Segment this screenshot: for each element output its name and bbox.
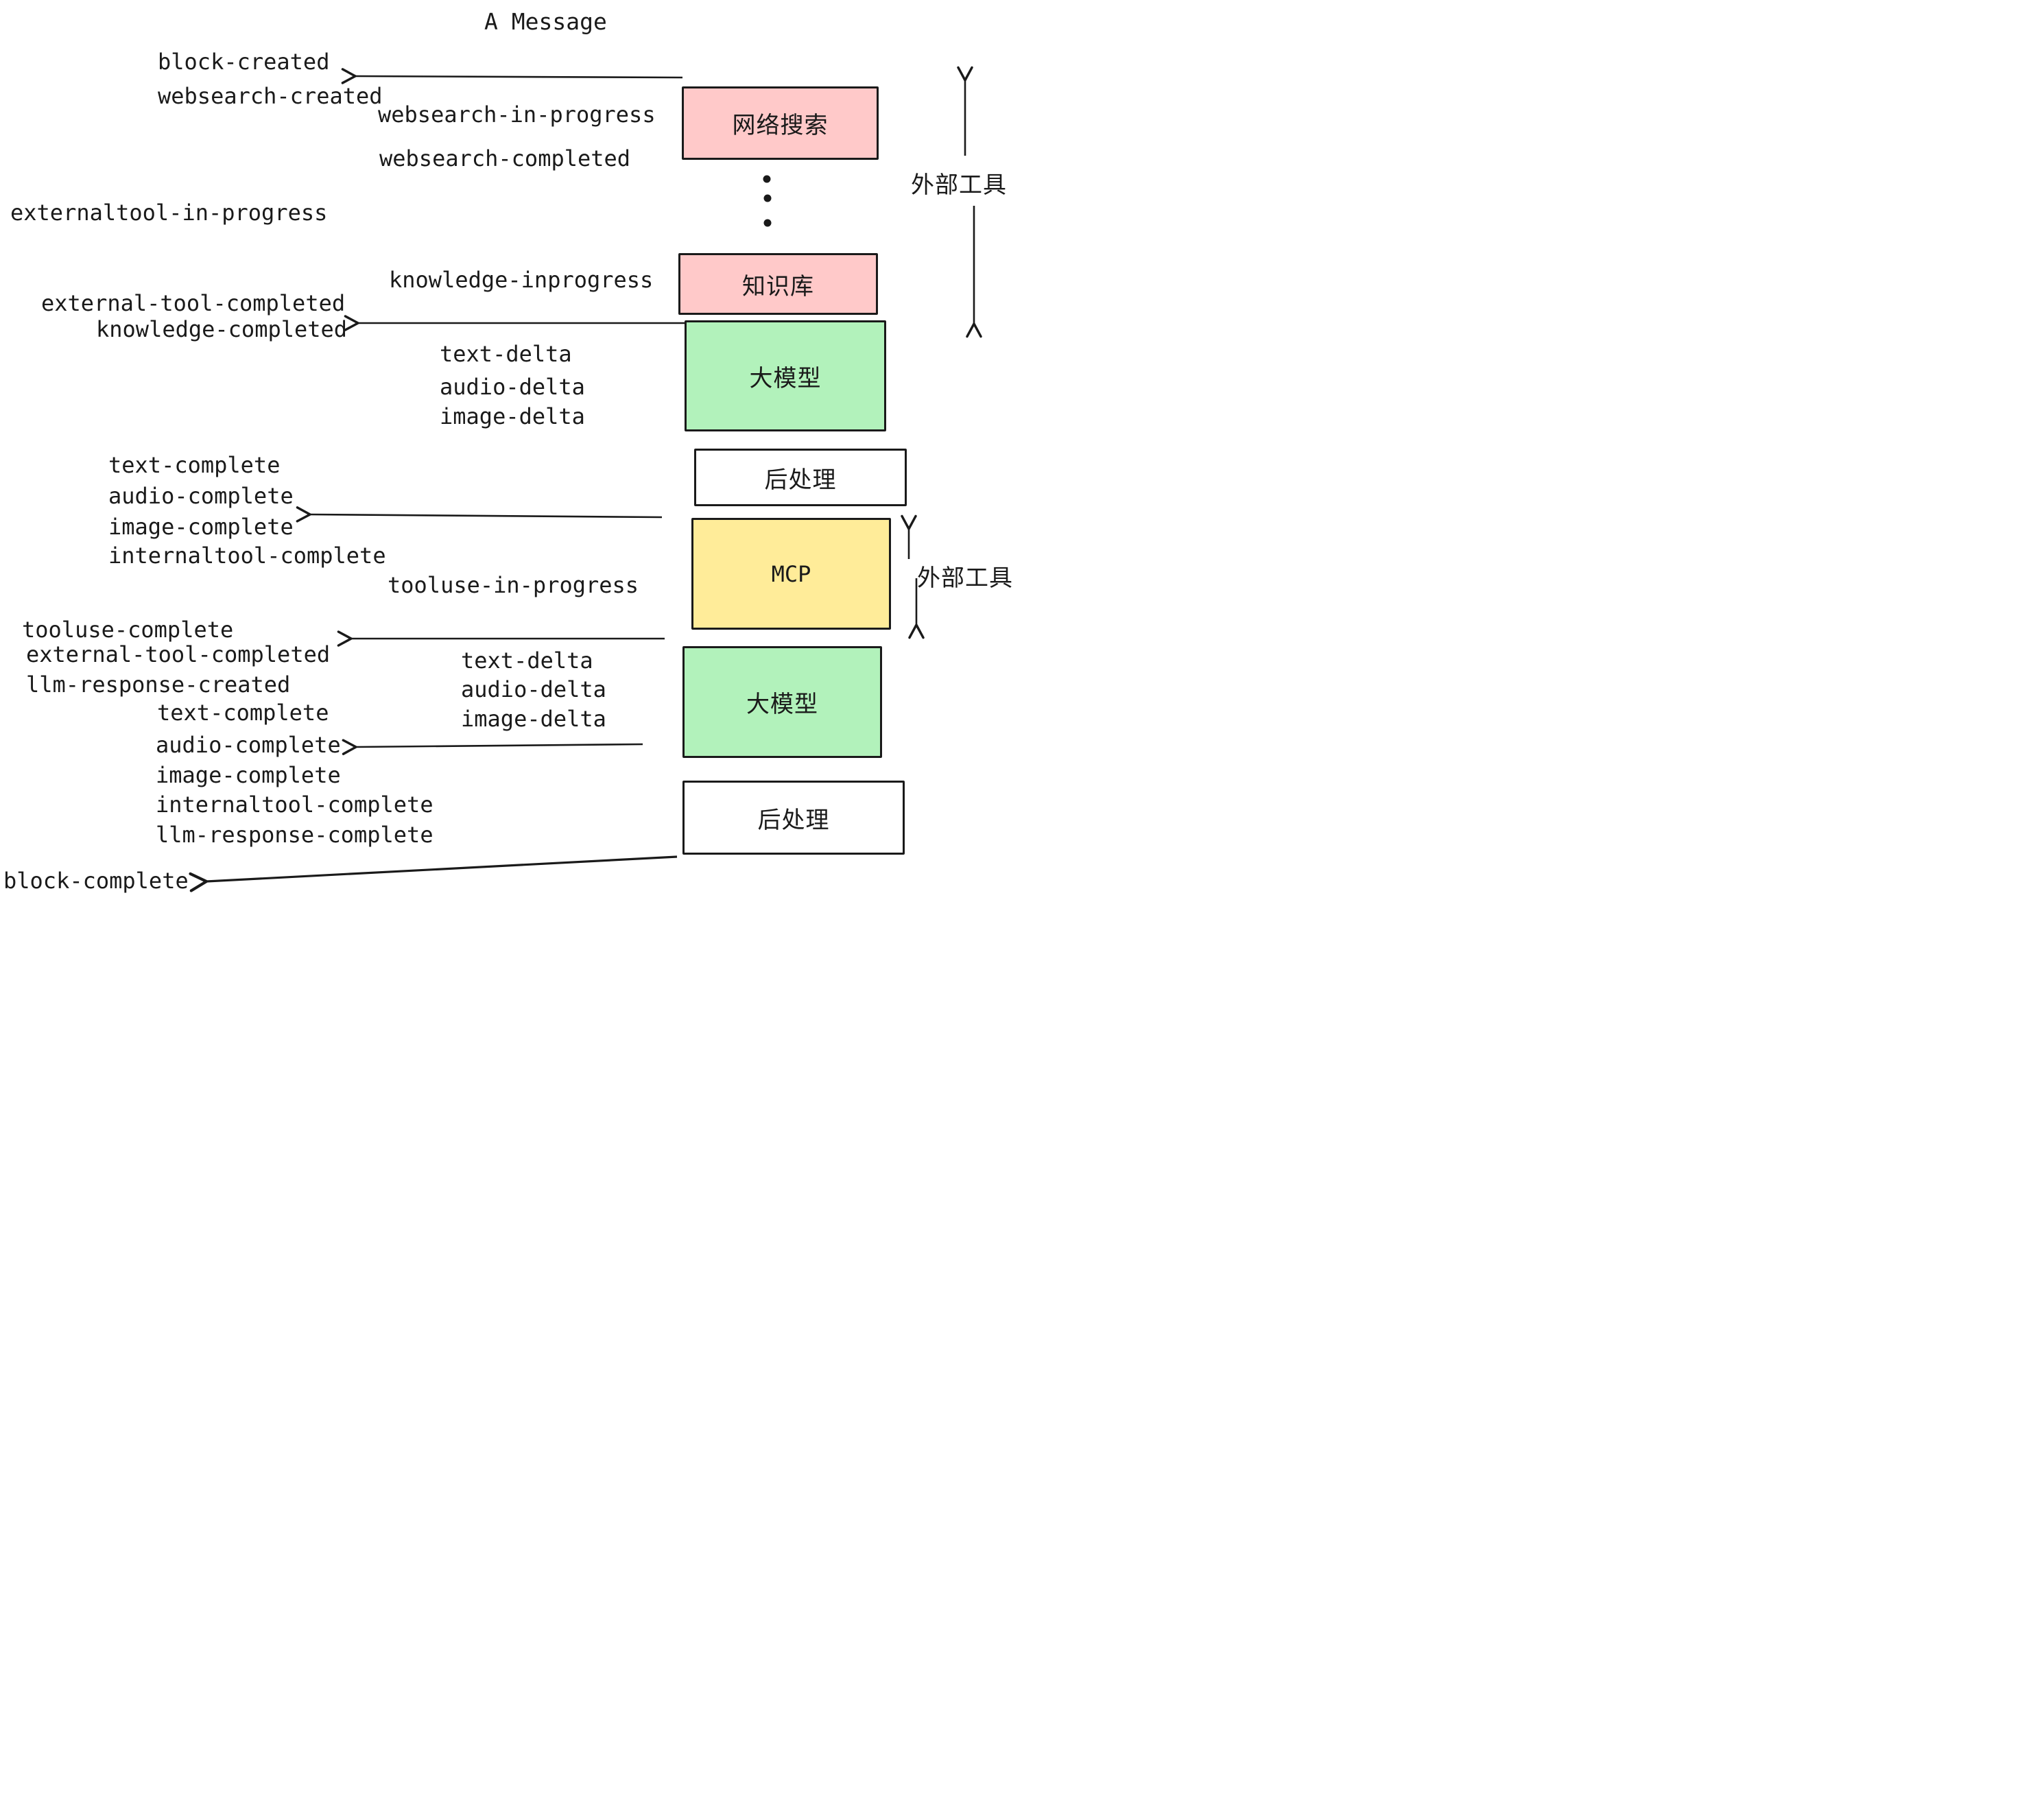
box-llm-1-label: 大模型 [749, 365, 822, 392]
event-image-complete-1: image-complete [108, 514, 294, 540]
event-audio-delta-2: audio-delta [461, 676, 606, 702]
event-audio-complete-2: audio-complete [156, 732, 341, 758]
event-websearch-created: websearch-created [158, 83, 383, 109]
arrow-image-complete [296, 506, 663, 523]
diagram-title: A Message [484, 8, 607, 35]
event-image-delta-1: image-delta [440, 403, 585, 429]
box-knowledge-label: 知识库 [742, 273, 814, 300]
box-websearch-label: 网络搜索 [732, 112, 829, 139]
arrow-websearch-created [341, 68, 683, 84]
event-image-complete-2: image-complete [156, 762, 341, 788]
box-postprocess-2-label: 后处理 [757, 807, 830, 833]
event-audio-complete-1: audio-complete [108, 483, 294, 509]
event-websearch-completed: websearch-completed [379, 145, 631, 171]
box-llm-2: 大模型 [682, 646, 882, 758]
external-tools-label-mid: 外部工具 [917, 565, 1013, 591]
ellipsis-dot-2 [763, 194, 772, 202]
box-postprocess-2: 后处理 [682, 781, 905, 855]
ellipsis-dot-3 [763, 219, 772, 227]
box-postprocess-1: 后处理 [694, 449, 907, 506]
box-knowledge: 知识库 [678, 253, 878, 315]
event-knowledge-inprogress: knowledge-inprogress [389, 267, 654, 293]
external-tools-label-top: 外部工具 [911, 172, 1007, 198]
event-audio-delta-1: audio-delta [440, 374, 585, 400]
event-external-tool-completed-2: external-tool-completed [26, 641, 331, 667]
event-image-delta-2: image-delta [461, 706, 606, 732]
event-flow-diagram: A Message 网络搜索 知识库 大模型 后处理 MCP 大模型 后处理 b… [0, 0, 1022, 902]
event-llm-response-complete: llm-response-complete [156, 822, 433, 848]
event-externaltool-in-progress: externaltool-in-progress [10, 200, 328, 226]
event-text-delta-1: text-delta [440, 341, 572, 367]
event-text-complete-1: text-complete [108, 452, 281, 478]
ellipsis-dot-1 [763, 175, 771, 183]
event-websearch-in-progress: websearch-in-progress [378, 102, 656, 128]
arrow-block-complete [189, 855, 678, 892]
event-internaltool-complete-2: internaltool-complete [156, 792, 433, 818]
box-llm-1: 大模型 [685, 320, 886, 431]
event-external-tool-completed-1: external-tool-completed [41, 290, 346, 316]
event-tooluse-in-progress: tooluse-in-progress [388, 572, 639, 598]
event-internaltool-complete-1: internaltool-complete [108, 543, 386, 569]
event-text-delta-2: text-delta [461, 648, 593, 674]
box-mcp-label: MCP [771, 560, 811, 587]
event-text-complete-2: text-complete [157, 700, 329, 726]
box-mcp: MCP [691, 518, 891, 630]
box-websearch: 网络搜索 [682, 86, 879, 160]
event-tooluse-complete: tooluse-complete [22, 617, 234, 643]
event-llm-response-created: llm-response-created [26, 672, 291, 698]
arrow-audio-complete [342, 739, 643, 755]
box-postprocess-1-label: 后处理 [764, 466, 837, 493]
box-llm-2-label: 大模型 [746, 691, 818, 717]
event-block-created: block-created [158, 49, 330, 75]
event-block-complete: block-complete [3, 868, 189, 894]
event-knowledge-completed: knowledge-completed [96, 316, 348, 342]
